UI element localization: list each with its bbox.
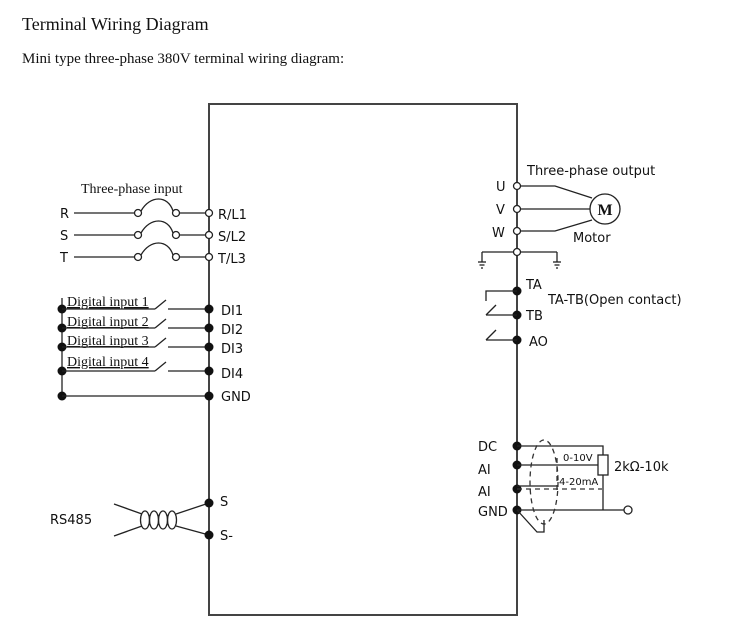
ground-icon (553, 252, 561, 269)
terminal-label-ao: AO (529, 335, 548, 350)
terminal-di4 (204, 366, 214, 376)
wire-w (520, 219, 593, 232)
digital-input-4: Digital input 4 DI4 (57, 355, 243, 382)
three-phase-input-label: Three-phase input (81, 182, 183, 197)
switch-icon (154, 361, 167, 372)
rs485-label: RS485 (50, 513, 92, 528)
terminal-label-di4: DI4 (221, 367, 243, 382)
page-title: Terminal Wiring Diagram (22, 14, 209, 34)
output-terminal (623, 505, 633, 515)
voltage-range-label: 0-10V (563, 453, 593, 464)
motor-label: Motor (573, 231, 611, 246)
rs485-twisted-pair-icon (113, 502, 210, 537)
terminal-di2 (204, 323, 214, 333)
terminal-label-v: V (496, 203, 505, 218)
input-line-s: S S/L2 (60, 220, 246, 245)
terminal-label-di1: DI1 (221, 304, 243, 319)
breaker-arc-icon (140, 220, 174, 234)
digital-input-label-1: Digital input 1 (67, 295, 149, 310)
terminal-label-w: W (492, 226, 505, 241)
inverter-body (208, 103, 518, 616)
terminal-label-r-l1: R/L1 (218, 208, 247, 223)
terminal-s-l2 (204, 230, 214, 240)
digital-ground: GND (57, 390, 251, 405)
terminal-label-t-l3: T/L3 (217, 252, 246, 267)
motor-icon: M (589, 193, 621, 225)
terminal-label-tb: TB (525, 309, 543, 324)
terminal-label-s-l2: S/L2 (218, 230, 246, 245)
breaker-contact-icon (133, 208, 143, 218)
terminal-label-u: U (496, 180, 506, 195)
terminal-label-ai1: AI (478, 463, 491, 478)
terminal-v (512, 204, 522, 214)
terminal-r-l1 (204, 208, 214, 218)
digital-input-label-4: Digital input 4 (67, 355, 149, 370)
switch-icon (154, 318, 167, 329)
digital-input-label-3: Digital input 3 (67, 334, 149, 349)
three-phase-output-label: Three-phase output (526, 164, 655, 179)
breaker-arc-icon (140, 198, 174, 212)
terminal-label-gnd: GND (221, 390, 251, 405)
terminal-label-ai2: AI (478, 485, 491, 500)
digital-input-3: Digital input 3 DI3 (57, 334, 243, 357)
shield-ground-wire (516, 509, 545, 533)
page-subtitle: Mini type three-phase 380V terminal wiri… (22, 51, 345, 67)
terminal-w (512, 226, 522, 236)
terminal-di3 (204, 342, 214, 352)
current-range-label: 4-20mA (559, 477, 598, 488)
resistor-icon (597, 454, 609, 476)
switch-icon (154, 337, 167, 348)
ground-icon (478, 252, 486, 269)
motor-symbol: M (597, 202, 612, 219)
terminal-di1 (204, 304, 214, 314)
terminal-label-s-minus: S- (220, 529, 233, 544)
line-label-r: R (60, 207, 69, 222)
wire-u (520, 185, 593, 199)
terminal-label-analog-gnd: GND (478, 505, 508, 520)
terminal-t-l3 (204, 252, 214, 262)
terminal-s-minus (204, 530, 214, 540)
ground-connection (478, 247, 561, 269)
terminal-label-s: S (220, 495, 228, 510)
relay-description: TA-TB(Open contact) (547, 293, 682, 308)
relay-contact-icon (485, 290, 517, 341)
switch-icon (154, 299, 167, 310)
terminal-label-di3: DI3 (221, 342, 243, 357)
breaker-arc-icon (140, 242, 174, 256)
digital-input-label-2: Digital input 2 (67, 315, 149, 330)
resistor-label: 2kΩ-10k (614, 460, 669, 475)
terminal-gnd (204, 391, 214, 401)
line-label-t: T (59, 251, 68, 266)
terminal-s (204, 498, 214, 508)
terminal-label-di2: DI2 (221, 323, 243, 338)
digital-input-1: Digital input 1 DI1 (57, 295, 243, 319)
line-label-s: S (60, 229, 68, 244)
shield-icon (529, 439, 559, 525)
terminal-label-dc: DC (478, 440, 497, 455)
terminal-u (512, 181, 522, 191)
terminal-label-ta: TA (525, 278, 542, 293)
input-line-t: T T/L3 (59, 242, 246, 267)
digital-input-2: Digital input 2 DI2 (57, 315, 243, 338)
input-line-r: R R/L1 (60, 198, 247, 223)
